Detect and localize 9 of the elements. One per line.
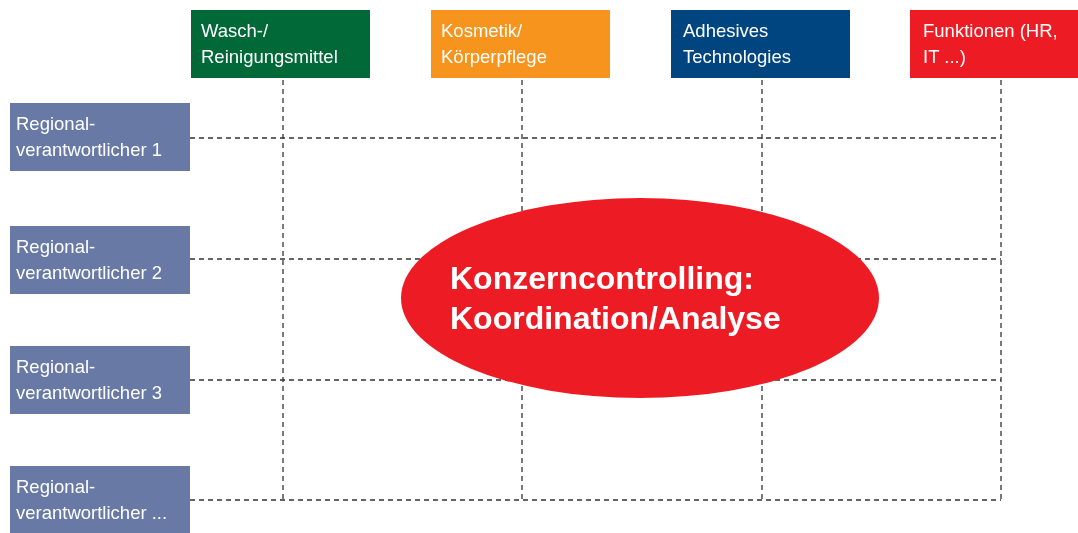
category-box: Regional- verantwortlicher 1: [10, 103, 190, 171]
category-box: Kosmetik/ Körperpflege: [431, 10, 610, 78]
category-box: Adhesives Technologies: [671, 10, 850, 78]
category-box: Regional- verantwortlicher 2: [10, 226, 190, 294]
category-box: Funktionen (HR, IT ...): [910, 10, 1078, 78]
oval-label: Konzerncontrolling: Koordination/Analyse: [450, 259, 782, 338]
category-box: Regional- verantwortlicher ...: [10, 466, 190, 533]
category-box: Regional- verantwortlicher 3: [10, 346, 190, 414]
category-box: Wasch-/ Reinigungsmittel: [191, 10, 370, 78]
